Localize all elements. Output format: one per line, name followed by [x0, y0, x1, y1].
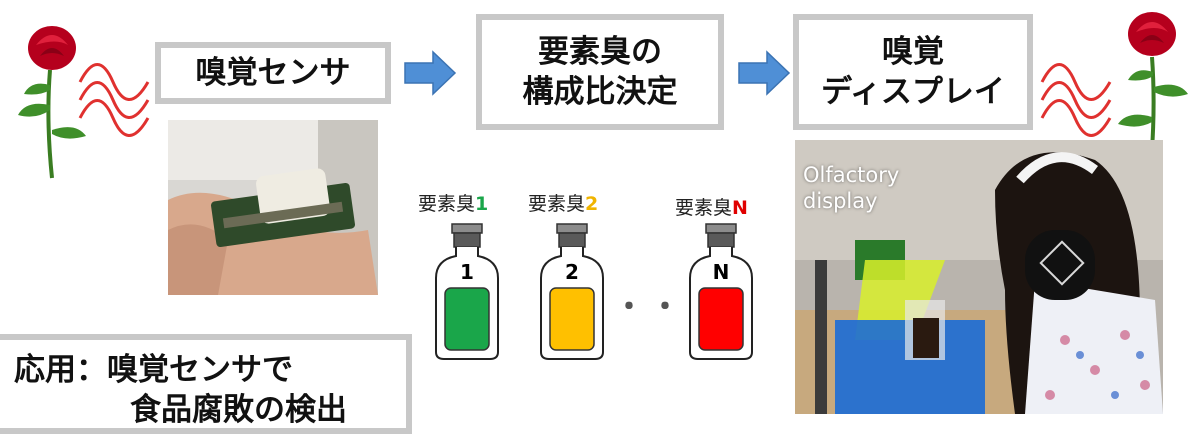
photo-caption-line1: Olfactory — [803, 163, 900, 187]
ratio-line1: 要素臭の — [538, 34, 662, 70]
ratio-box: 要素臭の 構成比決定 — [476, 14, 724, 130]
odor-num-n: N — [732, 197, 748, 219]
odor-num-1: 1 — [475, 193, 489, 215]
sensor-box: 嗅覚センサ — [155, 42, 391, 104]
bottle-n: N — [686, 222, 756, 362]
bottle-2: 2 — [537, 222, 607, 362]
bottle-2-number: 2 — [565, 260, 579, 284]
odor-label-2: 要素臭2 — [528, 193, 599, 215]
rose-left-icon — [18, 26, 86, 179]
odor-wave-right-icon — [1040, 63, 1112, 137]
bottle-n-letter: N — [712, 260, 730, 284]
bottle-1: 1 — [432, 222, 502, 362]
arrow-right-icon — [404, 50, 457, 96]
olfactory-display-photo: Olfactory display — [795, 140, 1163, 414]
bottle-1-number: 1 — [460, 260, 474, 284]
photo-caption-line2: display — [803, 189, 878, 213]
application-box: 応用：嗅覚センサで 食品腐敗の検出 — [0, 334, 412, 434]
ratio-line2: 構成比決定 — [522, 74, 678, 110]
sensor-photo — [168, 120, 378, 295]
application-line1: 応用：嗅覚センサで — [14, 352, 293, 388]
odor-label-n: 要素臭N — [675, 197, 748, 219]
odor-label-1: 要素臭1 — [418, 193, 489, 215]
display-line1: 嗅覚 — [882, 34, 944, 70]
display-line2: ディスプレイ — [821, 74, 1005, 110]
odor-wave-left-icon — [78, 63, 150, 137]
sensor-label: 嗅覚センサ — [195, 55, 351, 91]
odor-num-2: 2 — [585, 193, 599, 215]
display-box: 嗅覚 ディスプレイ — [793, 14, 1033, 130]
application-line2: 食品腐敗の検出 — [130, 392, 347, 428]
arrow-right-icon — [738, 50, 791, 96]
photo-caption: Olfactory display — [803, 162, 899, 214]
